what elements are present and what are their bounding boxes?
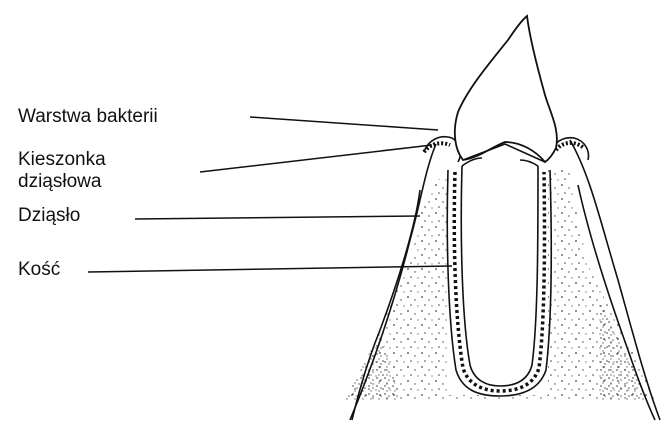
bone-region bbox=[345, 170, 655, 400]
label-bone: Kość bbox=[18, 259, 60, 281]
tooth-crown bbox=[455, 16, 557, 162]
leader-line-bacteria bbox=[250, 117, 438, 130]
leader-line-pocket bbox=[200, 145, 432, 172]
label-gum-pocket: Kieszonka dziąsłowa bbox=[18, 149, 178, 193]
label-bacteria-layer: Warstwa bakterii bbox=[18, 106, 158, 128]
leader-lines bbox=[88, 117, 452, 272]
tooth-root bbox=[447, 158, 551, 396]
leader-line-gum bbox=[135, 216, 420, 219]
leader-line-bone bbox=[88, 266, 452, 272]
label-gum: Dziąsło bbox=[18, 205, 80, 227]
